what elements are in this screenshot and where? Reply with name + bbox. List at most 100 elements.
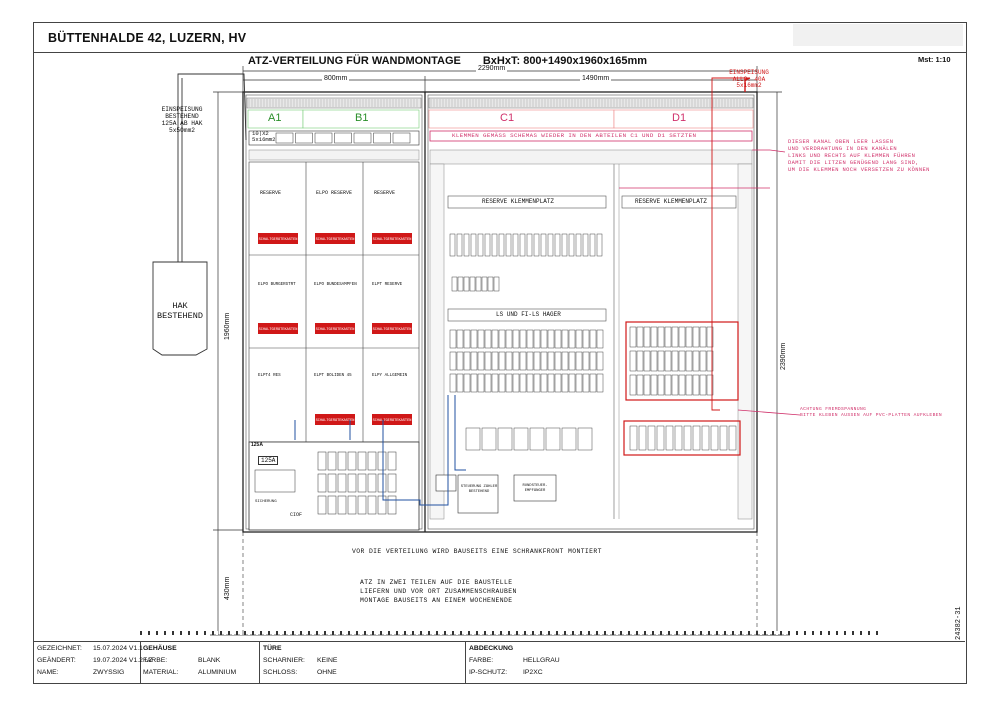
terminal-block [353,132,372,144]
hatch-mark [852,631,854,635]
hatch-mark [776,631,778,635]
c1-small-terminal [475,276,482,292]
c1-breaker [477,373,485,393]
dim-height-cabinet: 1960mm [224,312,231,340]
feed-left-line1: EINSPEISUNG [161,106,203,113]
hatch-mark [716,631,718,635]
c1-small-terminal [487,276,494,292]
hatch-mark [476,631,478,635]
klemmen-note: KLEMMEN GEMÄSS SCHEMAS WIEDER IN DEN ABT… [452,132,697,139]
title-block: GEZEICHNET: 15.07.2024 V1.1 GEÄNDERT: 19… [33,641,965,683]
small-meter: CIOF [290,512,303,518]
feed-left-line3: 125A AB HAK [161,120,203,127]
hatch-mark [592,631,594,635]
title-text: ATZ-VERTEILUNG FÜR WANDMONTAGE [248,55,461,67]
meter-box [254,469,296,493]
d1-breaker [692,374,700,396]
dim-width-right: 1490mm [580,75,612,82]
c1-breaker [484,351,492,371]
dim-width-left: 800mm [322,75,350,82]
hatch-mark [672,631,674,635]
hatch-mark [284,631,286,635]
hatch-mark [724,631,726,635]
hatch-mark [152,631,154,635]
farbe-value: BLANK [198,657,221,664]
gezeichnet-value: 15.07.2024 V1.1 [93,645,143,652]
hatch-mark [164,631,166,635]
reserve-label-1: RESERVE [260,190,282,196]
d1-breaker [678,350,686,372]
kanal-note-line: DAMIT DIE LITZEN GENÜGEND LANG SIND, [788,160,919,166]
fuse-device [317,473,327,493]
hatch-mark [416,631,418,635]
geaendert-value: 19.07.2024 V1.2 LZ [93,657,153,664]
hatch-mark [608,631,610,635]
c1-terminal [470,233,477,257]
c1-small-terminal [493,276,500,292]
hatch-mark [356,631,358,635]
gezeichnet-label: GEZEICHNET: [37,645,82,652]
c1-breaker [505,373,513,393]
hatch-mark [220,631,222,635]
feed-right-label: EINSPEISUNG ALLG. 40A 5x16mm2 [720,69,778,90]
fuse-device [317,451,327,471]
d1-breaker [706,374,714,396]
c1-breaker [533,329,541,349]
fuse-device [337,495,347,515]
hatch-mark [804,631,806,635]
hatch-mark [212,631,214,635]
d1-breaker [657,374,665,396]
d1-lower-breaker [719,425,728,451]
c1-breaker [470,329,478,349]
c1-breaker [554,373,562,393]
kanal-note: DIESER KANAL OBEN LEER LASSEN UND VERDRA… [788,139,930,174]
hatch-mark [360,631,362,635]
schrankfront-note: VOR DIE VERTEILUNG WIRD BAUSEITS EINE SC… [352,548,602,555]
meter-label-r2-2: ELPO BUNDESAMPFEN [314,283,357,287]
red-device-label [258,233,298,244]
fuse-device [367,495,377,515]
d1-breaker [706,350,714,372]
sicherung-label: SICHERUNG [255,500,277,504]
c1-small-terminal [451,276,458,292]
d1-lower-breaker [647,425,656,451]
rail-ticks [248,99,750,107]
hatch-mark [848,631,850,635]
scale-label: Mst: 1:10 [918,55,951,64]
hatch-mark [404,631,406,635]
rating-label: 125A [251,442,263,448]
terminal-block [295,132,313,144]
hatch-mark [636,631,638,635]
hatch-mark [380,631,382,635]
hatch-mark [720,631,722,635]
hatch-mark [680,631,682,635]
c1-breaker [498,373,506,393]
hatch-mark [192,631,194,635]
d1-breaker [643,374,651,396]
d1-breaker [629,326,637,348]
ground-hatch [140,631,878,635]
hatch-mark [172,631,174,635]
terminal-block [334,132,352,144]
schloss-label: SCHLOSS: [263,669,298,676]
meter-label-r2-1: ELPO BURGERSTRT [258,283,296,287]
hatch-mark [840,631,842,635]
c1-breaker [477,351,485,371]
d1-breaker [685,350,693,372]
hatch-mark [532,631,534,635]
d1-breaker [692,326,700,348]
hatch-mark [652,631,654,635]
hatch-mark [536,631,538,635]
terminal-id: 10|X2 [252,130,269,137]
hatch-mark [692,631,694,635]
hatch-mark [732,631,734,635]
c1-small-terminal [463,276,470,292]
c1-lower-breaker [545,427,561,451]
hatch-mark [832,631,834,635]
hatch-mark [788,631,790,635]
hatch-mark [748,631,750,635]
hatch-mark [444,631,446,635]
hatch-mark [300,631,302,635]
c1-breaker [547,351,555,371]
